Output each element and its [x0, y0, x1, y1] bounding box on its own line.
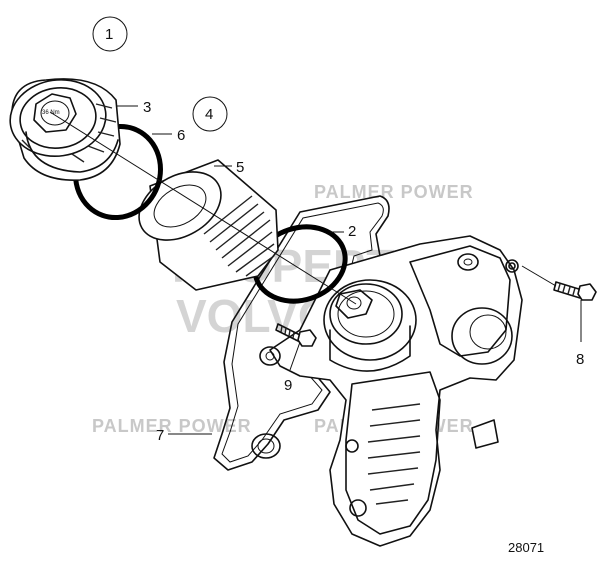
watermark-palmer-top: PALMER POWER: [314, 182, 474, 202]
filter-element: [138, 159, 279, 291]
bolt-8: [553, 281, 597, 301]
callout-1: 1: [105, 26, 113, 43]
callout-3: 3: [143, 99, 151, 116]
callout-6: 6: [177, 127, 185, 144]
callout-circle-1: [92, 16, 128, 52]
callout-9: 9: [284, 377, 292, 394]
callout-2: 2: [348, 223, 356, 240]
filter-pleats: [203, 195, 275, 277]
filter-cap: 36 Nm: [9, 78, 121, 181]
callout-8: 8: [576, 351, 584, 368]
callout-5: 5: [236, 159, 244, 176]
callout-7: 7: [156, 427, 164, 444]
callout-circle-4: [192, 96, 228, 132]
figure-number: 28071: [508, 540, 544, 555]
callout-4: 4: [205, 106, 213, 123]
leader-lines: [116, 105, 582, 435]
o-ring-2: [252, 224, 348, 304]
housing-ribs: [367, 403, 421, 505]
watermark-palmer-left: PALMER POWER: [92, 416, 252, 436]
assembly-axis-line: [49, 111, 357, 305]
filter-housing: [259, 235, 523, 547]
cap-grip-ribs: [21, 103, 117, 163]
